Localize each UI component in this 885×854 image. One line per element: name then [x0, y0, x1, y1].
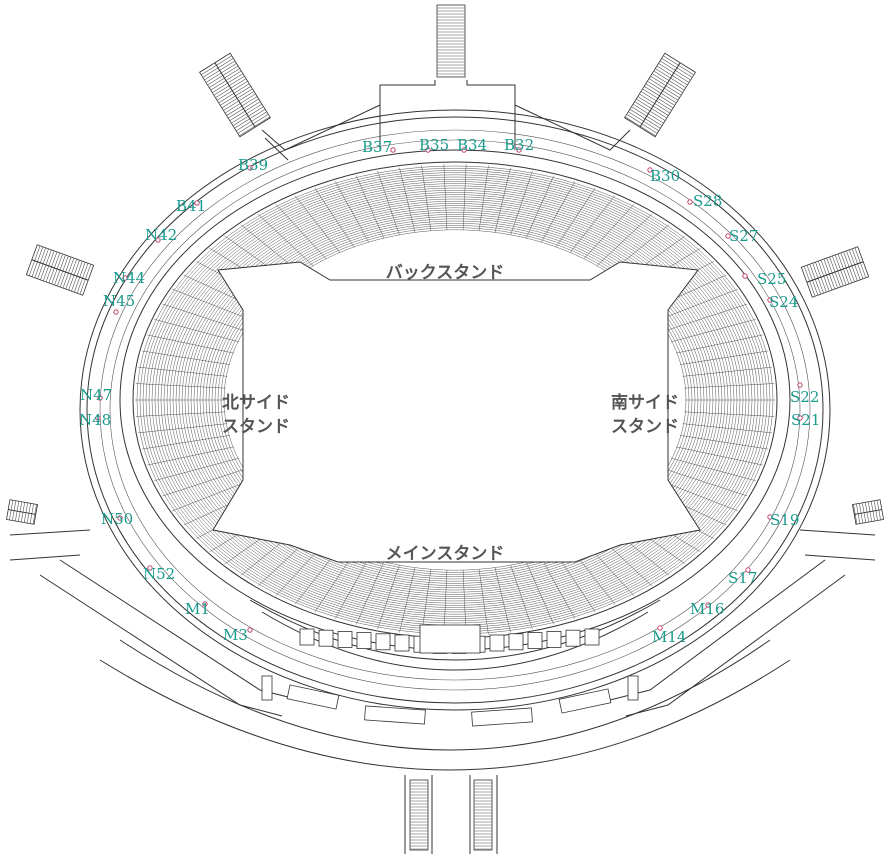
south-side-stand-label-line2: スタンド — [611, 417, 679, 437]
gate-M3: M3 — [223, 626, 248, 644]
north-side-stand-label-line2: スタンド — [222, 417, 290, 437]
main-stand-label: メインスタンド — [386, 544, 505, 564]
top-entry-structures — [6, 4, 884, 561]
gate-B41: B41 — [176, 197, 206, 215]
pitch-area — [212, 261, 701, 563]
gate-N45: N45 — [103, 292, 135, 310]
gate-N47: N47 — [80, 386, 112, 404]
north-side-stand-label-line1: 北サイド — [222, 393, 290, 413]
gate-M1: M1 — [185, 600, 210, 618]
main-stand-structures — [39, 559, 846, 854]
gate-B39: B39 — [238, 156, 268, 174]
gate-B32: B32 — [504, 136, 534, 154]
gate-S27: S27 — [729, 227, 758, 245]
gate-S28: S28 — [693, 192, 722, 210]
gate-S22: S22 — [790, 388, 819, 406]
south-side-stand-label-line1: 南サイド — [611, 392, 679, 413]
seating-bowl — [119, 149, 791, 651]
gate-M14: M14 — [652, 628, 686, 646]
back-stand-label: バックスタンド — [386, 263, 505, 283]
gate-S19: S19 — [770, 511, 799, 529]
gate-N44: N44 — [113, 269, 145, 287]
gate-B37: B37 — [362, 138, 392, 156]
gate-S24: S24 — [769, 293, 798, 311]
gate-S21: S21 — [791, 411, 820, 429]
gate-S25: S25 — [757, 270, 786, 288]
gate-N48: N48 — [79, 411, 111, 429]
outer-concourse — [79, 109, 831, 711]
gate-N52: N52 — [143, 565, 175, 583]
gate-B35: B35 — [419, 136, 449, 154]
gate-B34: B34 — [457, 136, 487, 154]
gate-markers — [95, 147, 803, 633]
gate-B30: B30 — [650, 167, 680, 185]
gate-S17: S17 — [728, 569, 757, 587]
gate-N50: N50 — [101, 510, 133, 528]
gate-M16: M16 — [690, 600, 724, 618]
gate-labels: B37 B35 B34 B32 B39 B30 B41 S28 N42 S27 … — [79, 136, 820, 646]
gate-N42: N42 — [145, 226, 177, 244]
